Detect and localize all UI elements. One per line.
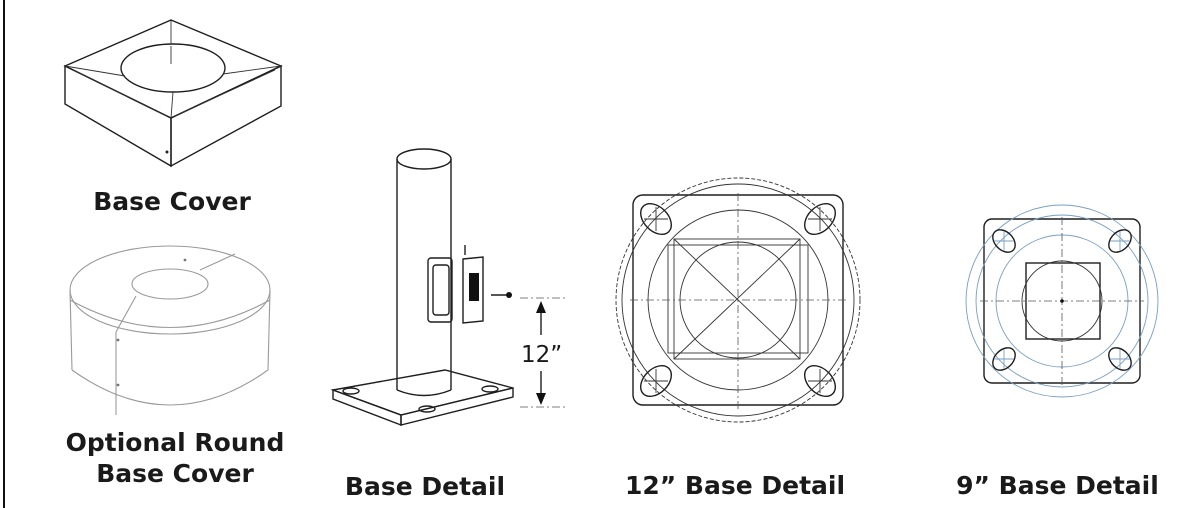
base-detail-12-drawing bbox=[615, 177, 861, 423]
base-detail-12-label: 12” Base Detail bbox=[624, 471, 846, 500]
height-dimension-label: 12” bbox=[521, 342, 562, 368]
base-detail-9-drawing bbox=[965, 204, 1159, 398]
left-border bbox=[3, 0, 5, 508]
round-cover-label-line1: Optional Round bbox=[65, 428, 285, 457]
round-cover-label-line2: Base Cover bbox=[96, 459, 254, 488]
pole-base-detail-drawing: 12” bbox=[330, 148, 565, 427]
round-base-cover-drawing bbox=[69, 245, 271, 415]
base-detail-label: Base Detail bbox=[344, 472, 506, 501]
base-detail-9-label: 9” Base Detail bbox=[956, 471, 1159, 500]
base-cover-label: Base Cover bbox=[93, 187, 251, 216]
square-base-cover-drawing bbox=[63, 19, 283, 168]
